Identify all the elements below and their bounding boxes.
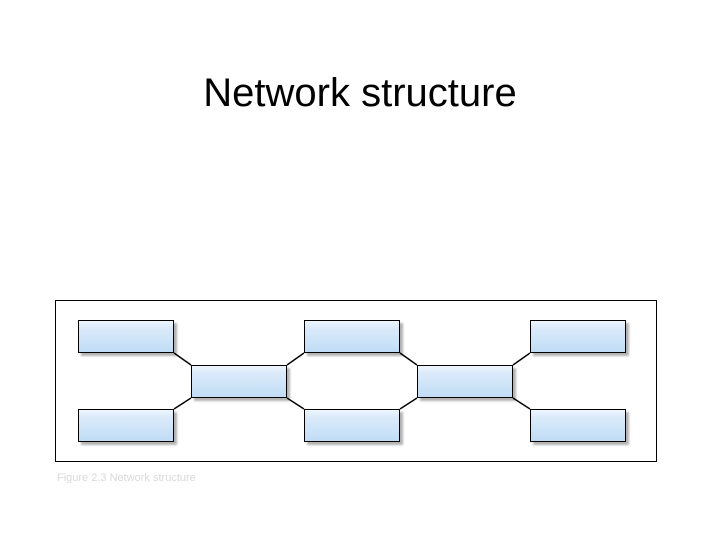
page-title: Network structure bbox=[203, 70, 517, 115]
connector-n6-n8 bbox=[512, 397, 531, 410]
connector-n1-n3 bbox=[173, 352, 192, 366]
connector-n2-n3 bbox=[173, 397, 192, 410]
connector-n6-n7 bbox=[512, 352, 531, 366]
network-node-n6[interactable] bbox=[417, 365, 513, 398]
network-diagram-frame bbox=[55, 300, 657, 462]
network-node-n4[interactable] bbox=[304, 320, 400, 353]
network-node-n5[interactable] bbox=[304, 409, 400, 442]
network-node-n2[interactable] bbox=[78, 409, 174, 442]
connector-n4-n6 bbox=[399, 352, 418, 366]
network-node-n7[interactable] bbox=[530, 320, 626, 353]
connector-n5-n6 bbox=[399, 397, 418, 410]
figure-caption: Figure 2.3 Network structure bbox=[57, 472, 196, 483]
network-node-n8[interactable] bbox=[530, 409, 626, 442]
connector-n3-n4 bbox=[286, 352, 305, 366]
network-node-n3[interactable] bbox=[191, 365, 287, 398]
network-node-n1[interactable] bbox=[78, 320, 174, 353]
connector-n3-n5 bbox=[286, 397, 305, 410]
